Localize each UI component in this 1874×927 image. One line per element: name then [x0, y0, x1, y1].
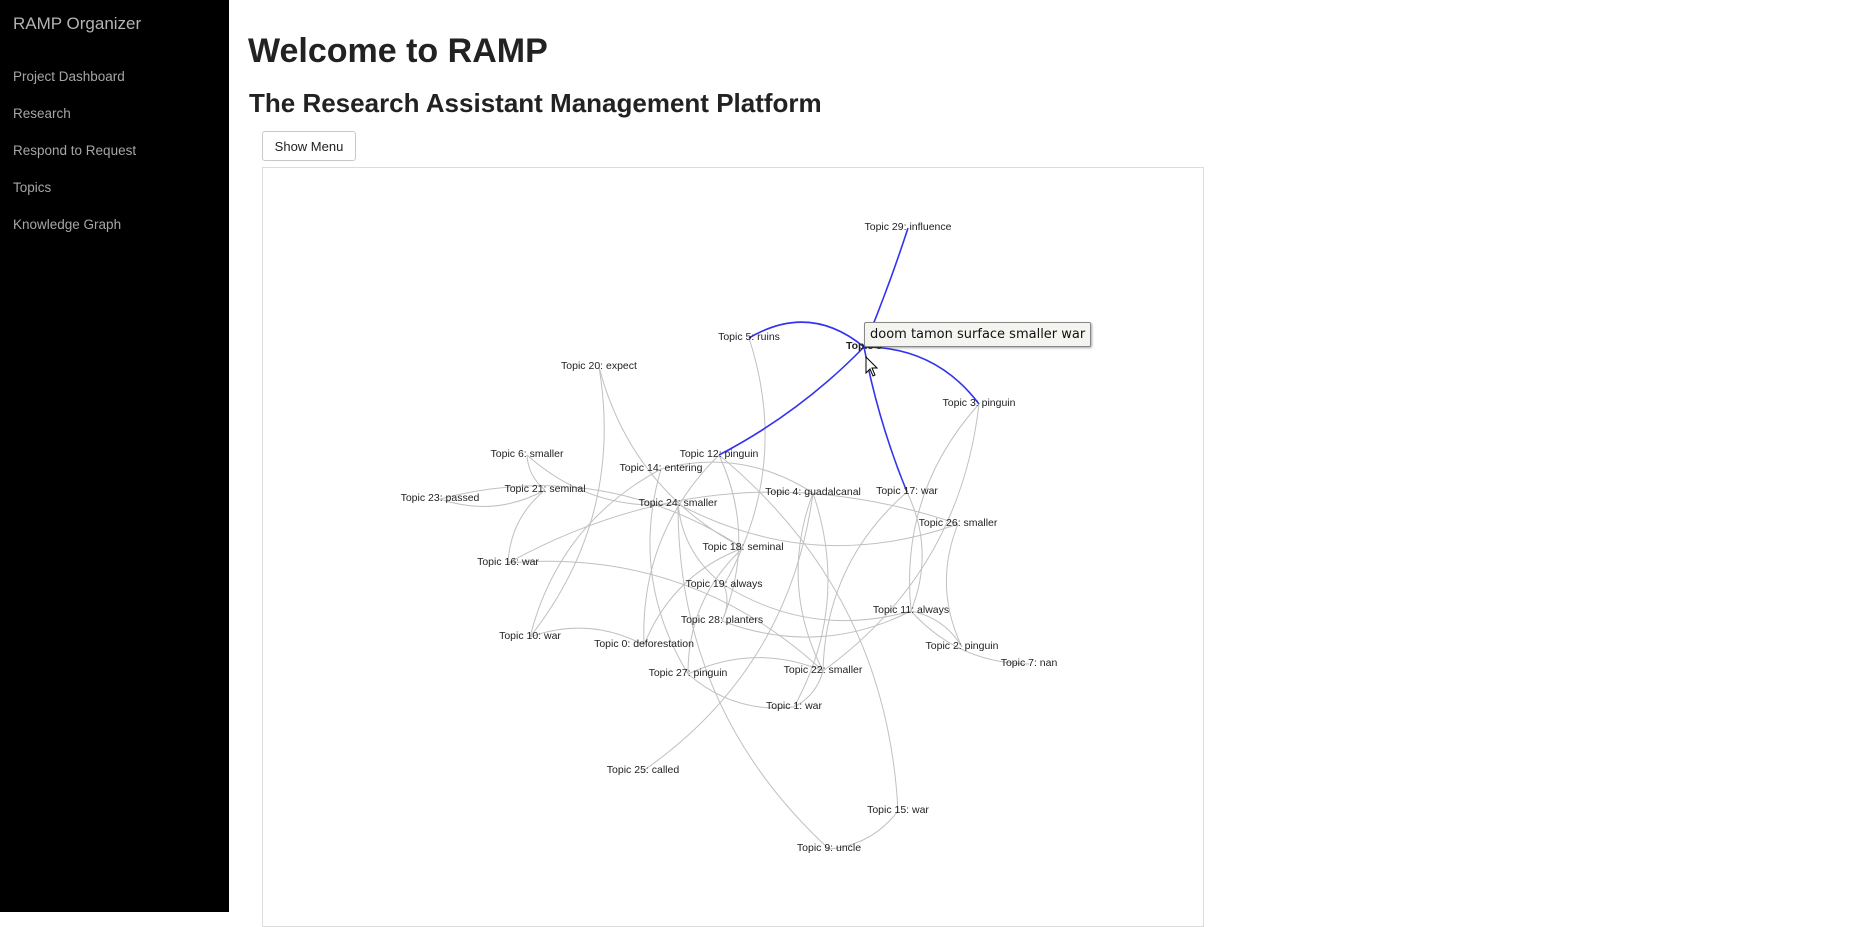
graph-edge: [526, 454, 546, 491]
graph-edge: [687, 673, 795, 709]
app-brand[interactable]: RAMP Organizer: [13, 14, 142, 33]
graph-edge: [721, 610, 912, 638]
page-title: Welcome to RAMP: [248, 32, 548, 70]
graph-edge: [687, 657, 824, 675]
graph-edge: [910, 610, 1030, 665]
sidebar-item-knowledge-graph[interactable]: Knowledge Graph: [13, 217, 122, 232]
page-subtitle: The Research Assistant Management Platfo…: [249, 88, 822, 118]
graph-edge: [797, 492, 824, 672]
graph-edge: [945, 523, 963, 648]
graph-node-label[interactable]: Topic 28: planters: [681, 614, 763, 626]
graph-edge: [687, 547, 744, 675]
graph-edge: [822, 403, 980, 672]
sidebar-item-research[interactable]: Research: [13, 106, 71, 121]
mouse-pointer-icon: [865, 355, 879, 377]
graph-edge: [718, 454, 899, 812]
graph-node-label[interactable]: Topic 26: smaller: [919, 517, 998, 529]
graph-edge: [793, 670, 824, 708]
graph-edge: [721, 584, 728, 622]
graph-edge: [828, 810, 899, 850]
graph-edge: [793, 492, 829, 708]
graph-node-label[interactable]: Topic 10: war: [499, 630, 561, 642]
graph-node-label[interactable]: Topic 1: war: [766, 700, 823, 712]
graph-edge: [529, 468, 662, 638]
show-menu-button[interactable]: Show Menu: [262, 131, 356, 161]
graph-edge: [677, 503, 725, 586]
graph-edge-highlighted: [718, 346, 865, 456]
graph-edge: [643, 454, 720, 646]
graph-node-label[interactable]: Topic 2: pinguin: [926, 640, 999, 652]
graph-node-label[interactable]: Topic 3: pinguin: [943, 397, 1016, 409]
graph-edge: [507, 489, 546, 564]
graph-node-label[interactable]: Topic 7: nan: [1001, 657, 1058, 669]
graph-node-label[interactable]: Topic 9: uncle: [797, 842, 861, 854]
graph-node-label[interactable]: Topic 14: entering: [620, 462, 703, 474]
graph-edge: [643, 547, 744, 646]
graph-edge: [910, 610, 963, 648]
graph-node-label[interactable]: Topic 19: always: [685, 578, 762, 590]
graph-node-label[interactable]: Topic 27: pinguin: [649, 667, 728, 679]
graph-edge: [677, 503, 959, 547]
graph-node-label[interactable]: Topic 11: always: [873, 604, 949, 616]
graph-edge: [822, 491, 908, 672]
graph-edge: [718, 454, 740, 622]
graph-edge: [642, 492, 814, 772]
sidebar-item-topics[interactable]: Topics: [13, 180, 52, 195]
graph-node-label[interactable]: Topic 29: influence: [865, 221, 952, 233]
graph-edge: [507, 491, 959, 564]
graph-node-label[interactable]: Topic 18: seminal: [702, 541, 783, 553]
graph-node-label[interactable]: Topic 0: deforestation: [594, 638, 694, 650]
graph-node-label[interactable]: Topic 24: smaller: [639, 497, 718, 509]
graph-edge: [723, 337, 766, 586]
graph-edge-highlighted: [863, 346, 980, 405]
graph-node-label[interactable]: Topic 25: called: [607, 764, 680, 776]
node-tooltip: doom tamon surface smaller war: [864, 322, 1092, 347]
graph-edge: [529, 366, 605, 638]
graph-edge: [723, 584, 912, 622]
sidebar: RAMP Organizer Project Dashboard Researc…: [0, 0, 229, 912]
graph-edge-highlighted: [748, 321, 865, 348]
graph-edge: [529, 627, 645, 646]
graph-node-label[interactable]: Topic 6: smaller: [491, 448, 564, 460]
graph-node-label[interactable]: Topic 4: guadalcanal: [765, 486, 861, 498]
graph-edge: [909, 403, 980, 612]
graph-edge: [660, 461, 814, 494]
graph-edges: [439, 337, 1030, 850]
graph-node-label[interactable]: Topic 15: war: [867, 804, 929, 816]
graph-edge: [439, 489, 546, 507]
graph-node-label[interactable]: Topic 12: pinguin: [680, 448, 759, 460]
graph-edge: [906, 491, 923, 612]
graph-edge: [507, 560, 824, 672]
graph-node-label[interactable]: Topic 20: expect: [561, 360, 637, 372]
graph-node-label[interactable]: Topic 5: ruins: [718, 331, 780, 343]
graph-edge: [439, 485, 744, 549]
graph-node-label[interactable]: Topic 23: passed: [401, 492, 480, 504]
graph-node-label[interactable]: Topic 22: smaller: [784, 664, 863, 676]
sidebar-item-project-dashboard[interactable]: Project Dashboard: [13, 69, 125, 84]
sidebar-item-respond-to-request[interactable]: Respond to Request: [13, 143, 137, 158]
graph-node-label[interactable]: Topic 16: war: [477, 556, 539, 568]
graph-node-label[interactable]: Topic 17: war: [876, 485, 938, 497]
graph-node-label[interactable]: Topic 21: seminal: [504, 483, 585, 495]
